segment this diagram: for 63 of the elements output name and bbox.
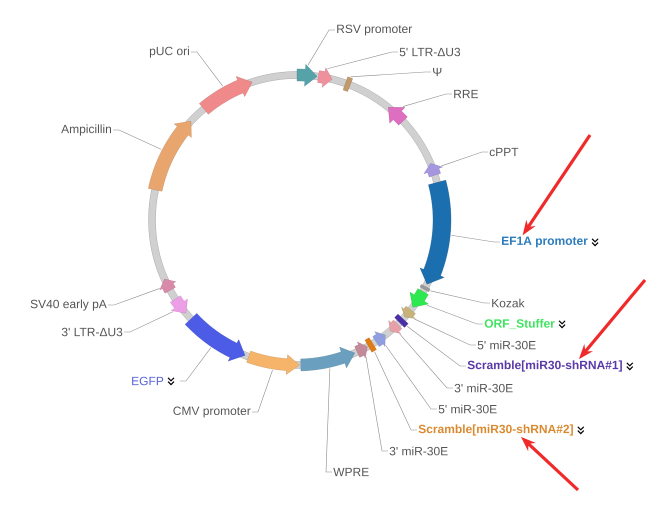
feature-label: ORF_Stuffer — [484, 318, 555, 330]
feature-label: CMV promoter — [173, 406, 251, 418]
feature-label: SV40 early pA — [30, 299, 107, 311]
leader-line — [350, 72, 432, 78]
leader-line — [124, 311, 174, 332]
leader-line — [108, 288, 160, 306]
feature-block — [410, 288, 429, 308]
feature-label: 5' LTR-ΔU3 — [400, 48, 460, 56]
feature-block — [354, 342, 368, 358]
feature-block — [372, 332, 386, 347]
leader-line — [426, 304, 484, 324]
feature-label: RRE — [454, 90, 478, 98]
feature-block — [388, 107, 408, 126]
feature-block — [148, 120, 192, 192]
leader-line — [326, 368, 332, 472]
feature-block — [199, 76, 252, 114]
feature-block — [170, 296, 188, 314]
leader-line — [402, 94, 452, 107]
feature-block — [401, 306, 416, 319]
feature-block — [420, 180, 452, 284]
leader-line — [190, 52, 224, 86]
feature-label: EF1A promoter — [502, 236, 588, 248]
feature-block — [160, 278, 176, 294]
feature-label: RSV promoter — [337, 24, 412, 36]
feature-label: 3' miR-30E — [454, 384, 513, 392]
feature-block — [317, 68, 332, 88]
feature-bar — [394, 314, 408, 328]
feature-label: 5' miR-30E — [438, 404, 497, 414]
feature-block — [300, 346, 355, 372]
leader-line — [414, 318, 476, 346]
leader-line — [180, 347, 212, 382]
feature-label: EGFP — [132, 376, 164, 386]
feature-label: cPPT — [490, 148, 518, 156]
leader-line — [406, 326, 466, 366]
leader-line — [430, 290, 490, 304]
feature-bar — [342, 76, 353, 92]
feature-label: Ψ — [433, 68, 442, 76]
leader-line — [308, 30, 336, 66]
feature-bar — [364, 338, 377, 352]
feature-label: pUC ori — [150, 46, 189, 58]
leader-line — [252, 370, 273, 412]
feature-label: Scramble[miR30-shRNA#1] — [468, 360, 622, 372]
feature-label: 3' LTR-ΔU3 — [62, 328, 122, 336]
feature-label: WPRE — [333, 468, 369, 476]
feature-label: 5' miR-30E — [478, 340, 536, 350]
feature-block — [246, 350, 300, 375]
feature-block — [184, 313, 246, 362]
feature-label: Ampicillin — [61, 124, 112, 136]
feature-block — [388, 320, 402, 334]
leader-line — [112, 130, 162, 150]
leader-line — [385, 345, 438, 410]
leader-line — [374, 352, 418, 430]
leader-line — [326, 52, 398, 70]
feature-label: Kozak — [492, 298, 525, 308]
leader-line — [441, 152, 488, 166]
feature-label: 3' miR-30E — [390, 446, 448, 456]
feature-label: Scramble[miR30-shRNA#2] — [418, 424, 573, 436]
feature-block — [296, 64, 318, 86]
leader-line — [366, 356, 388, 452]
feature-bar — [420, 284, 430, 292]
leader-line — [450, 234, 500, 242]
feature-block — [424, 163, 443, 178]
leader-line — [399, 334, 454, 388]
